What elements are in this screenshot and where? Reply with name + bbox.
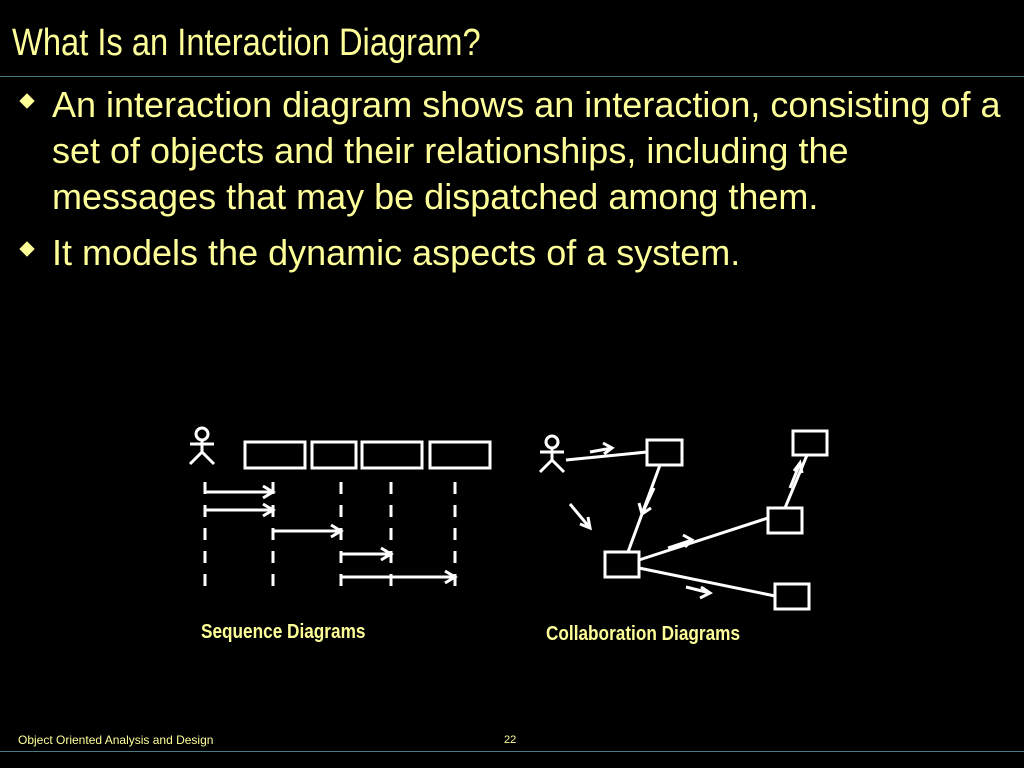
object-box [360,440,424,470]
object-box [310,440,358,470]
bullet-list: An interaction diagram shows an interact… [18,82,1008,286]
sequence-messages [205,484,458,585]
footer-page-number: 22 [504,734,517,746]
object-box [773,582,811,611]
footer-course-title: Object Oriented Analysis and Design [18,733,214,747]
collaboration-diagram [538,429,829,611]
object-box [428,440,492,470]
bullet-text: An interaction diagram shows an interact… [52,84,1001,217]
object-box [766,506,804,535]
actor-stick-figure-icon [188,426,216,466]
actor-stick-figure-icon [538,434,566,474]
footer-divider [0,751,1024,752]
slide-title: What Is an Interaction Diagram? [12,22,481,64]
object-box [243,440,307,470]
message-arrows [568,441,804,600]
object-box [791,429,829,457]
object-box [603,550,641,579]
bullet-text: It models the dynamic aspects of a syste… [52,232,741,273]
sequence-diagram-caption: Sequence Diagrams [201,621,366,643]
title-divider [0,76,1024,77]
sequence-diagram [188,426,492,588]
bullet-item: An interaction diagram shows an interact… [18,82,1008,220]
object-box [645,438,684,467]
collaboration-links [565,450,809,598]
lifelines [203,482,457,588]
bullet-item: It models the dynamic aspects of a syste… [18,230,1008,276]
collaboration-diagram-caption: Collaboration Diagrams [546,623,741,645]
